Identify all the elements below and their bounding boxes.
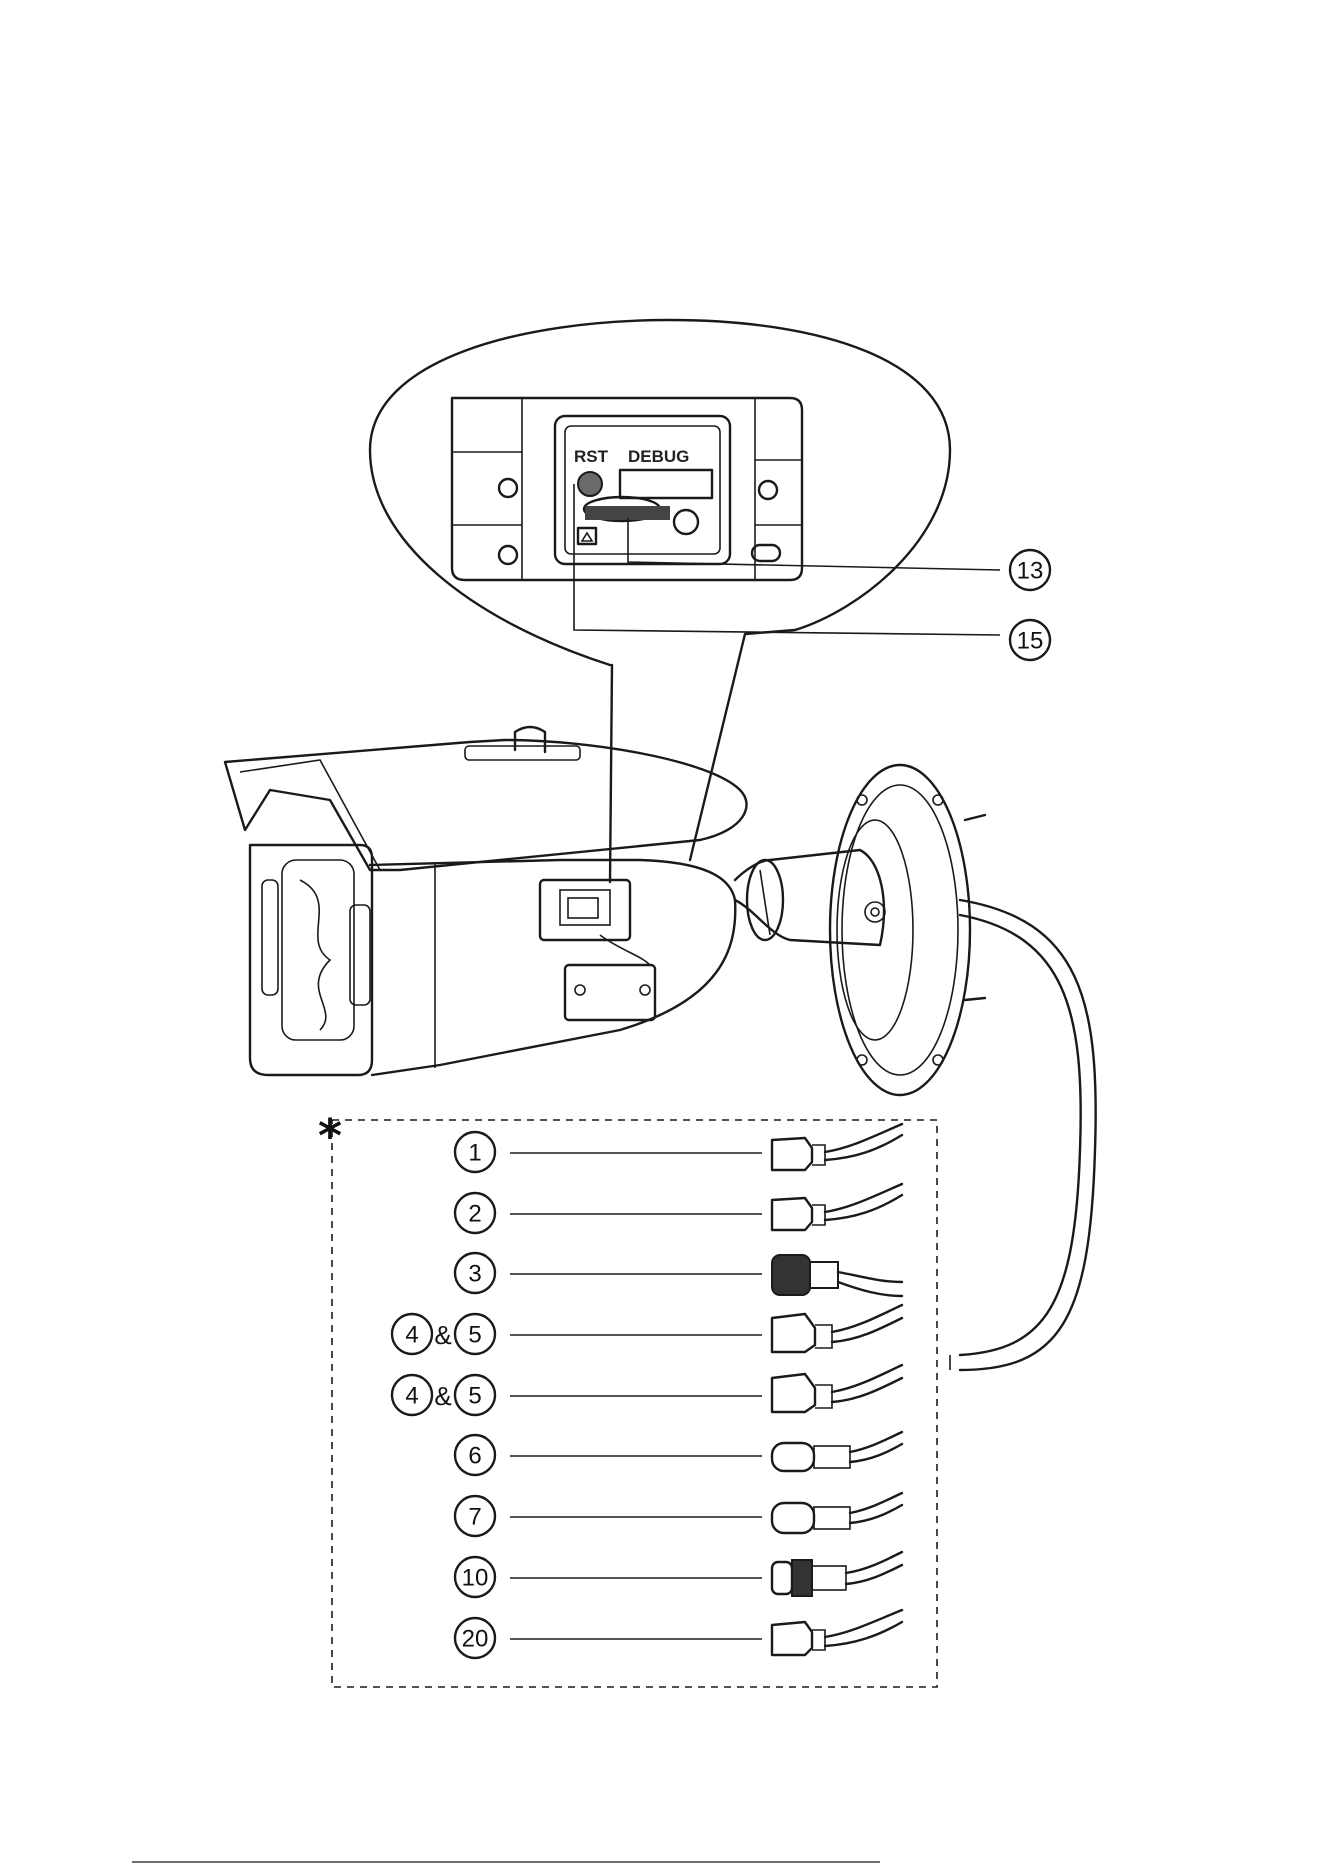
cable-row-8: 10 xyxy=(455,1552,902,1597)
dc-jack-icon xyxy=(772,1493,902,1533)
cable-row-6: 6 xyxy=(455,1432,902,1475)
rj45-plug-icon xyxy=(772,1305,902,1352)
detail-magnifier: RST DEBUG xyxy=(370,320,1000,882)
cable-label-4a: 4 xyxy=(405,1322,418,1349)
cable-row-7: 7 xyxy=(455,1493,902,1536)
callout-15-label: 15 xyxy=(1017,628,1044,655)
rj45-plug-icon xyxy=(772,1124,902,1170)
cable-row-9: 20 xyxy=(455,1610,902,1658)
cable-label-5b: 5 xyxy=(468,1383,481,1410)
cable-joiner-4: & xyxy=(434,1320,451,1350)
debug-label: DEBUG xyxy=(628,447,689,466)
cable-label-10: 10 xyxy=(462,1565,489,1592)
rj45-plug-icon xyxy=(772,1365,902,1412)
cable-rows: 1 2 3 xyxy=(392,1124,902,1658)
callout-13: 13 xyxy=(1010,550,1050,590)
cable-label-20: 20 xyxy=(462,1626,489,1653)
cable-label-6: 6 xyxy=(468,1443,481,1470)
rj45-plug-icon xyxy=(772,1184,902,1230)
rj45-plug-icon xyxy=(772,1610,902,1655)
cable-row-3: 3 xyxy=(455,1253,902,1296)
cable-label-4b: 4 xyxy=(405,1383,418,1410)
dc-jack-icon xyxy=(772,1432,902,1471)
asterisk-marker: * xyxy=(318,1109,342,1163)
cable-row-1: 1 xyxy=(455,1124,902,1172)
cable-row-4: 4 & 5 xyxy=(392,1305,902,1354)
cable-label-2: 2 xyxy=(468,1201,481,1228)
cable-label-1: 1 xyxy=(468,1140,481,1167)
cable-row-2: 2 xyxy=(455,1184,902,1233)
reset-button xyxy=(578,472,602,496)
cable-label-5a: 5 xyxy=(468,1322,481,1349)
waterproof-plug-icon xyxy=(772,1255,902,1296)
cable-joiner-5: & xyxy=(434,1381,451,1411)
cable-label-3: 3 xyxy=(468,1261,481,1288)
callout-15: 15 xyxy=(1010,620,1050,660)
callout-13-label: 13 xyxy=(1017,558,1044,585)
cable-label-7: 7 xyxy=(468,1504,481,1531)
rst-label: RST xyxy=(574,447,609,466)
cable-row-5: 4 & 5 xyxy=(392,1365,902,1415)
bnc-connector-icon xyxy=(772,1552,902,1596)
sd-card-slot xyxy=(585,506,670,520)
